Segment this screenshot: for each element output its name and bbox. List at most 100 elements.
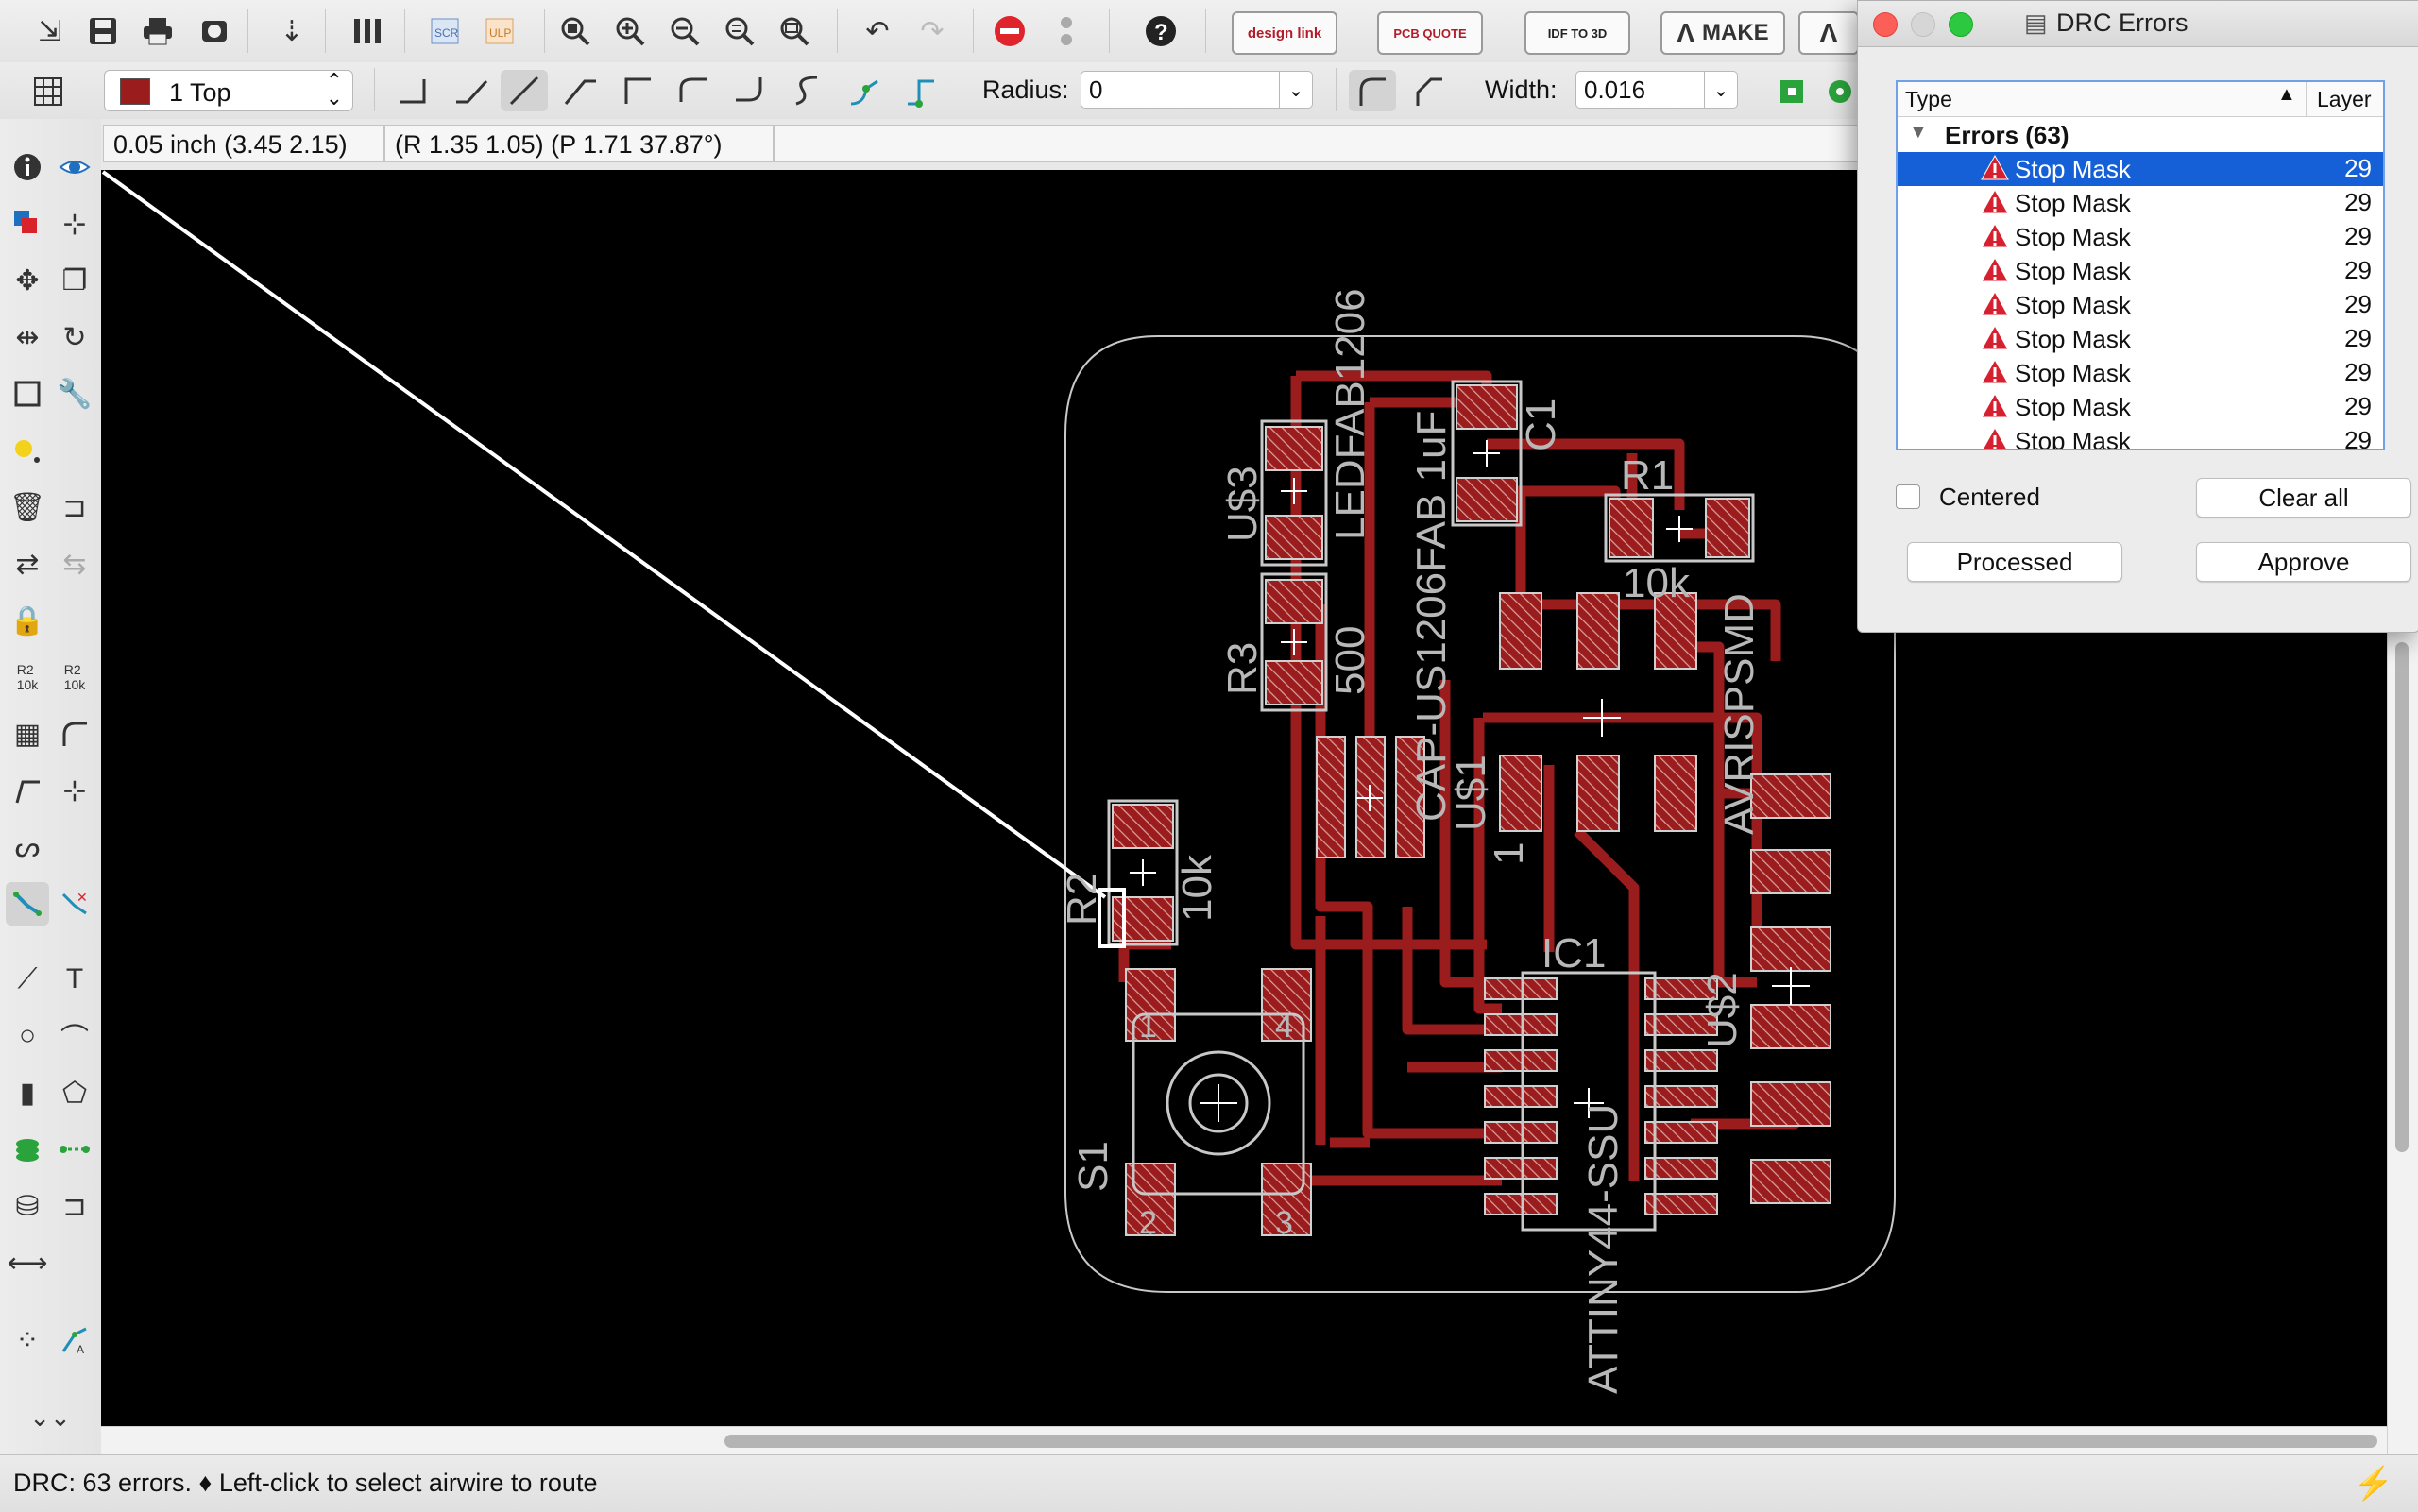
miter-icon[interactable] [53, 712, 96, 756]
horizontal-scrollbar[interactable] [101, 1426, 2387, 1455]
group-icon[interactable] [6, 372, 49, 416]
autorouter-icon[interactable]: A [53, 1318, 96, 1362]
layer-select[interactable]: 1 Top ⌃⌄ [104, 70, 353, 111]
info-icon[interactable] [6, 145, 49, 189]
clear-all-button[interactable]: Clear all [2196, 478, 2411, 518]
wrench-icon[interactable]: 🔧 [57, 378, 93, 410]
minimize-window-button[interactable] [1911, 12, 1935, 37]
wire-bend-45b-icon[interactable] [557, 70, 604, 111]
undo-icon[interactable]: ↶ [865, 15, 890, 47]
route-icon[interactable] [6, 882, 49, 926]
cam-icon[interactable] [191, 8, 238, 55]
wire-follow-me-full-icon[interactable] [897, 70, 945, 111]
width-combo[interactable]: 0.016 ⌄ [1575, 71, 1738, 109]
move-icon[interactable]: ✥ [15, 264, 40, 297]
via-round-icon[interactable] [1823, 68, 1857, 115]
zoom-out-icon[interactable] [661, 8, 708, 55]
hole-icon[interactable]: ⛁ [15, 1190, 40, 1222]
add-part-icon[interactable]: ⊐ [62, 491, 87, 523]
vertical-scroll-thumb[interactable] [2395, 642, 2409, 1152]
pcb-quote-button[interactable]: PCB QUOTE [1377, 11, 1483, 55]
ratsnest-icon[interactable]: ⁘ [15, 1324, 40, 1356]
mark-icon[interactable]: ⊹ [62, 208, 87, 240]
expand-toolbar-icon[interactable]: ⌄⌄ [29, 1402, 71, 1432]
display-layers-icon[interactable] [6, 202, 49, 246]
help-icon[interactable]: ? [1137, 8, 1184, 55]
horizontal-scroll-thumb[interactable] [724, 1435, 2377, 1448]
via-icon[interactable] [6, 1128, 49, 1171]
paste-icon[interactable] [6, 429, 49, 472]
smash-icon[interactable]: ▦ [13, 718, 42, 750]
error-group-row[interactable]: ▼ Errors (63) [1909, 121, 2069, 149]
rectangle-icon[interactable]: ▮ [19, 1077, 36, 1109]
close-window-button[interactable] [1873, 12, 1898, 37]
arc-icon[interactable]: ⌒ [60, 1024, 89, 1055]
print-icon[interactable] [134, 8, 181, 55]
copy-icon[interactable]: ❐ [61, 264, 88, 297]
open-icon[interactable]: ⇲ [38, 15, 62, 47]
make-button[interactable]: Λ MAKE [1660, 11, 1785, 55]
circle-icon[interactable]: ○ [18, 1020, 37, 1051]
replace-icon[interactable]: ⇄ [15, 548, 40, 580]
optimize-icon[interactable]: ⊹ [62, 774, 87, 807]
command-line-input[interactable] [774, 125, 1860, 162]
attribute-icon[interactable]: ⊐ [62, 1190, 87, 1222]
miter-straight-icon[interactable] [1405, 70, 1453, 111]
show-eye-icon[interactable] [53, 145, 96, 189]
wire-bend-90-icon[interactable] [391, 70, 438, 111]
wire-bend-arc-b-icon[interactable] [727, 70, 775, 111]
zoom-fit-icon[interactable] [552, 8, 599, 55]
column-layer-header[interactable]: Layer [2317, 87, 2372, 111]
approve-button[interactable]: Approve [2196, 542, 2411, 582]
drc-title-bar[interactable]: ▤ DRC Errors [1858, 1, 2418, 47]
split-icon[interactable] [6, 769, 49, 812]
zoom-redraw-icon[interactable] [716, 8, 763, 55]
signal-icon[interactable] [53, 1128, 96, 1171]
go-icon[interactable] [1043, 8, 1090, 55]
idf-to-3d-button[interactable]: IDF TO 3D [1524, 11, 1630, 55]
layer-settings-icon[interactable] [344, 8, 391, 55]
wire-bend-90b-icon[interactable] [614, 70, 661, 111]
script-icon[interactable]: SCR [421, 8, 468, 55]
wire-bend-45-icon[interactable] [448, 70, 495, 111]
dimension-icon[interactable]: ⟷ [7, 1247, 48, 1279]
wire-bend-arc-icon[interactable] [671, 70, 718, 111]
radius-combo[interactable]: 0 ⌄ [1081, 71, 1313, 109]
lock-icon[interactable]: 🔒 [9, 604, 45, 637]
ripup-icon[interactable]: ✕ [53, 882, 96, 926]
wire-follow-me-icon[interactable] [841, 70, 888, 111]
stop-icon[interactable] [986, 8, 1033, 55]
save-icon[interactable] [79, 8, 127, 55]
meander-icon[interactable]: ᔕ [14, 831, 41, 863]
wire-bend-straight-icon[interactable] [501, 70, 548, 111]
run-ulp-icon[interactable]: ULP [476, 8, 523, 55]
wire-icon[interactable]: ⟋ [17, 963, 38, 994]
disclosure-triangle-icon[interactable]: ▼ [1909, 122, 1928, 143]
zoom-select-icon[interactable] [771, 8, 818, 55]
zoom-window-button[interactable] [1949, 12, 1973, 37]
rotate-icon[interactable]: ↻ [62, 321, 87, 353]
grid-icon[interactable] [25, 68, 72, 115]
zoom-in-icon[interactable] [606, 8, 654, 55]
delete-icon[interactable]: 🗑 [9, 491, 46, 523]
processed-button[interactable]: Processed [1907, 542, 2122, 582]
designlink-button[interactable]: design link [1232, 11, 1337, 55]
mirror-icon[interactable]: ⇹ [15, 321, 40, 353]
text-icon[interactable]: T [65, 963, 84, 994]
polygon-icon[interactable]: ⬠ [61, 1077, 88, 1109]
centered-checkbox[interactable] [1896, 484, 1920, 509]
autodesk-button[interactable]: Λ [1798, 11, 1859, 55]
miter-round-icon[interactable] [1349, 70, 1396, 111]
column-type-header[interactable]: Type [1905, 87, 1952, 111]
